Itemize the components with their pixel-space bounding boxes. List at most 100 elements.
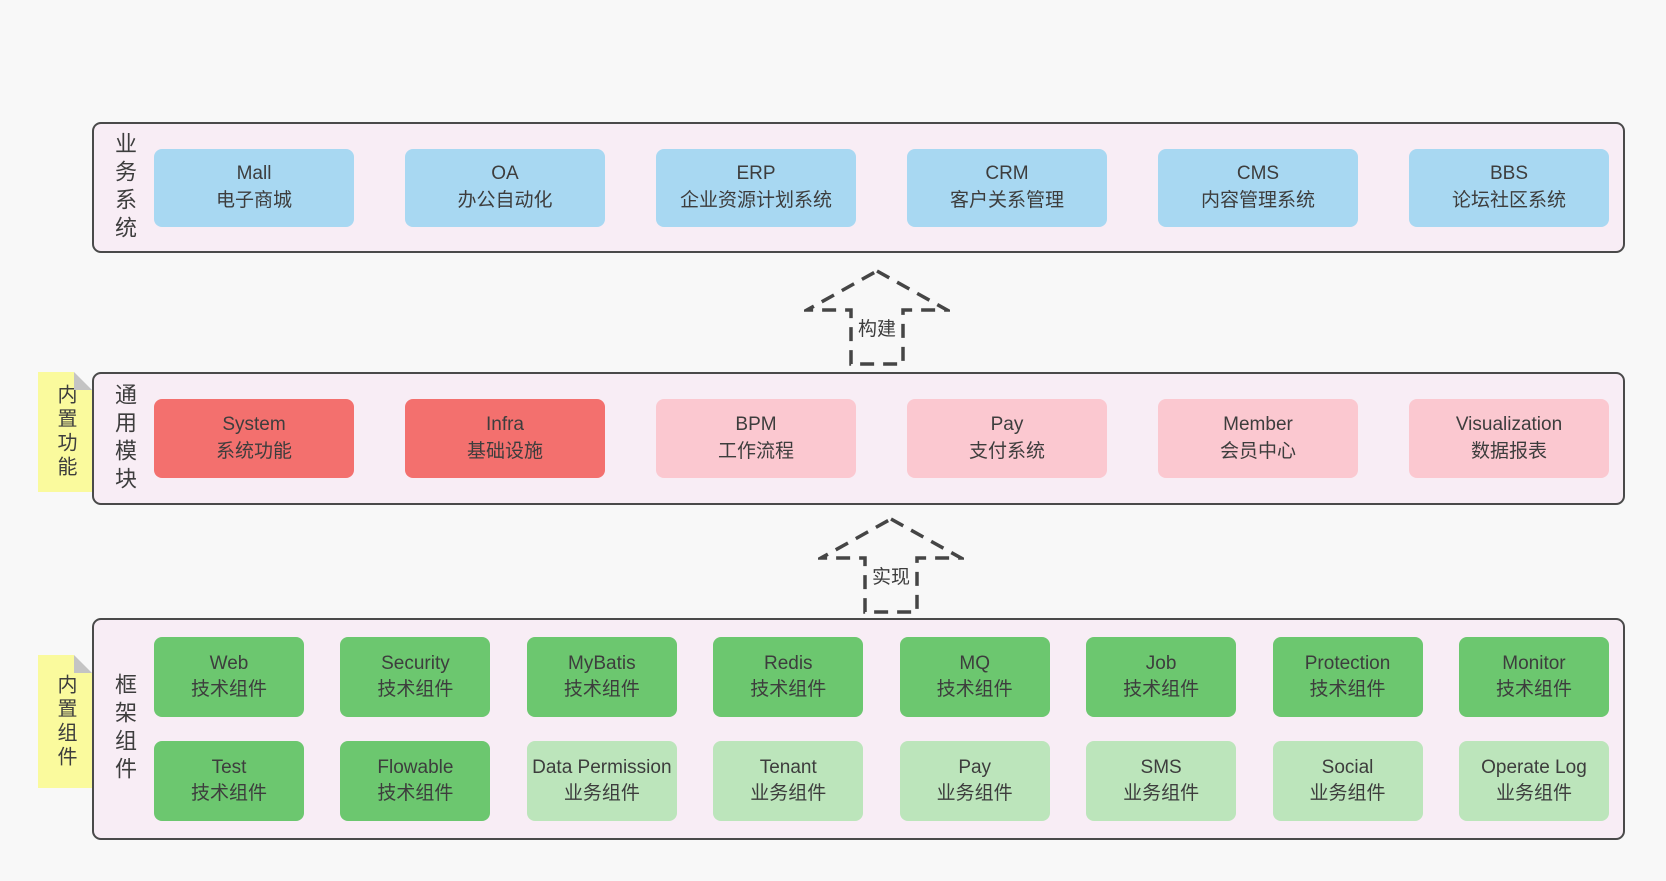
box-visualization: Visualization 数据报表	[1409, 399, 1609, 478]
box-pay-component-subtitle: 业务组件	[936, 783, 1013, 804]
box-flowable-name: Flowable	[377, 756, 454, 778]
box-erp-name: ERP	[736, 163, 776, 185]
box-test-subtitle: 技术组件	[190, 783, 267, 804]
box-tenant-subtitle: 业务组件	[750, 783, 827, 804]
box-infra: Infra 基础设施	[405, 399, 605, 478]
box-mall-subtitle: 电子商城	[215, 189, 292, 211]
box-sms-subtitle: 业务组件	[1123, 783, 1200, 804]
box-visualization-name: Visualization	[1455, 414, 1563, 436]
box-flowable: Flowable 技术组件	[340, 741, 491, 821]
box-pay-component: Pay 业务组件	[899, 741, 1050, 821]
box-erp: ERP 企业资源计划系统	[656, 148, 856, 227]
business-systems-label: 业务系统	[94, 124, 154, 251]
box-member: Member 会员中心	[1158, 399, 1358, 478]
box-monitor-name: Monitor	[1502, 652, 1566, 674]
box-cms-subtitle: 内容管理系统	[1200, 189, 1315, 211]
box-erp-subtitle: 企业资源计划系统	[679, 189, 832, 211]
box-data-permission-name: Data Permission	[532, 756, 672, 778]
box-infra-name: Infra	[485, 414, 525, 436]
box-monitor-subtitle: 技术组件	[1495, 679, 1572, 700]
box-mybatis-name: MyBatis	[568, 652, 636, 674]
box-social-subtitle: 业务组件	[1309, 783, 1386, 804]
box-crm-subtitle: 客户关系管理	[949, 189, 1064, 211]
build-arrow: 构建	[804, 268, 950, 368]
framework-components-boxes: Web 技术组件 Security 技术组件 MyBatis 技术组件 Redi…	[154, 620, 1623, 838]
implement-arrow: 实现	[818, 516, 964, 616]
box-test: Test 技术组件	[154, 741, 304, 821]
box-pay-component-name: Pay	[958, 756, 992, 778]
business-systems-boxes: Mall 电子商城 OA 办公自动化 ERP 企业资源计划系统 CRM 客户关系…	[154, 124, 1623, 251]
box-web: Web 技术组件	[154, 637, 304, 717]
box-test-name: Test	[211, 756, 247, 778]
box-redis-subtitle: 技术组件	[750, 679, 827, 700]
box-mybatis: MyBatis 技术组件	[526, 637, 677, 717]
box-cms-name: CMS	[1236, 163, 1280, 185]
builtin-components-sticky-text: 内置组件	[54, 673, 76, 770]
box-flowable-subtitle: 技术组件	[377, 783, 454, 804]
box-security-subtitle: 技术组件	[377, 679, 454, 700]
box-security-name: Security	[381, 652, 450, 674]
box-infra-subtitle: 基础设施	[466, 440, 543, 462]
box-crm: CRM 客户关系管理	[907, 148, 1107, 227]
box-system-name: System	[222, 414, 286, 436]
builtin-features-sticky-text: 内置功能	[54, 384, 76, 480]
common-modules-band: 通用模块 System 系统功能 Infra 基础设施 BPM 工作流程 Pay…	[92, 372, 1625, 505]
box-system: System 系统功能	[154, 399, 354, 478]
box-web-subtitle: 技术组件	[190, 679, 267, 700]
box-oa-subtitle: 办公自动化	[457, 189, 553, 211]
box-bbs-name: BBS	[1489, 163, 1529, 185]
box-sms-name: SMS	[1140, 756, 1182, 778]
box-job-subtitle: 技术组件	[1123, 679, 1200, 700]
box-oa: OA 办公自动化	[405, 148, 605, 227]
box-bbs-subtitle: 论坛社区系统	[1451, 189, 1566, 211]
box-monitor: Monitor 技术组件	[1458, 637, 1609, 717]
box-web-name: Web	[209, 652, 249, 674]
box-redis-name: Redis	[763, 652, 813, 674]
box-mybatis-subtitle: 技术组件	[563, 679, 640, 700]
framework-components-label: 框架组件	[94, 620, 154, 838]
box-mall: Mall 电子商城	[154, 148, 354, 227]
box-data-permission: Data Permission 业务组件	[526, 741, 677, 821]
box-protection-name: Protection	[1304, 652, 1391, 674]
box-social-name: Social	[1321, 756, 1374, 778]
box-member-name: Member	[1223, 414, 1293, 436]
box-bpm: BPM 工作流程	[656, 399, 856, 478]
business-systems-label-text: 业务系统	[112, 131, 137, 244]
box-cms: CMS 内容管理系统	[1158, 148, 1358, 227]
box-mq: MQ 技术组件	[899, 637, 1050, 717]
builtin-components-sticky: 内置组件	[38, 655, 92, 788]
box-visualization-subtitle: 数据报表	[1470, 440, 1547, 462]
box-mall-name: Mall	[236, 163, 272, 185]
box-job-name: Job	[1145, 652, 1177, 674]
box-mq-subtitle: 技术组件	[936, 679, 1013, 700]
box-tenant: Tenant 业务组件	[713, 741, 864, 821]
box-system-subtitle: 系统功能	[215, 440, 292, 462]
box-oa-name: OA	[491, 163, 519, 185]
box-crm-name: CRM	[985, 163, 1029, 185]
builtin-features-sticky: 内置功能	[38, 372, 92, 492]
box-operate-log: Operate Log 业务组件	[1458, 741, 1609, 821]
box-operate-log-name: Operate Log	[1481, 756, 1587, 778]
implement-arrow-label: 实现	[871, 567, 910, 588]
common-modules-boxes: System 系统功能 Infra 基础设施 BPM 工作流程 Pay 支付系统…	[154, 374, 1623, 503]
box-tenant-name: Tenant	[759, 756, 817, 778]
sticky-fold-corner-icon	[74, 372, 92, 390]
box-protection: Protection 技术组件	[1272, 637, 1423, 717]
box-redis: Redis 技术组件	[713, 637, 864, 717]
box-job: Job 技术组件	[1086, 637, 1237, 717]
framework-components-band: 框架组件 Web 技术组件 Security 技术组件 MyBatis 技术组件…	[92, 618, 1625, 840]
box-bbs: BBS 论坛社区系统	[1409, 148, 1609, 227]
common-modules-label: 通用模块	[94, 374, 154, 503]
framework-row-1: Web 技术组件 Security 技术组件 MyBatis 技术组件 Redi…	[154, 637, 1609, 717]
framework-components-label-text: 框架组件	[112, 673, 137, 785]
box-protection-subtitle: 技术组件	[1309, 679, 1386, 700]
framework-row-2: Test 技术组件 Flowable 技术组件 Data Permission …	[154, 741, 1609, 821]
box-data-permission-subtitle: 业务组件	[563, 783, 640, 804]
box-pay-system-subtitle: 支付系统	[968, 440, 1045, 462]
box-pay-system: Pay 支付系统	[907, 399, 1107, 478]
box-mq-name: MQ	[959, 652, 990, 674]
box-operate-log-subtitle: 业务组件	[1495, 783, 1572, 804]
build-arrow-label: 构建	[857, 319, 896, 340]
box-bpm-name: BPM	[735, 414, 777, 436]
sticky-fold-corner-icon	[74, 655, 92, 673]
